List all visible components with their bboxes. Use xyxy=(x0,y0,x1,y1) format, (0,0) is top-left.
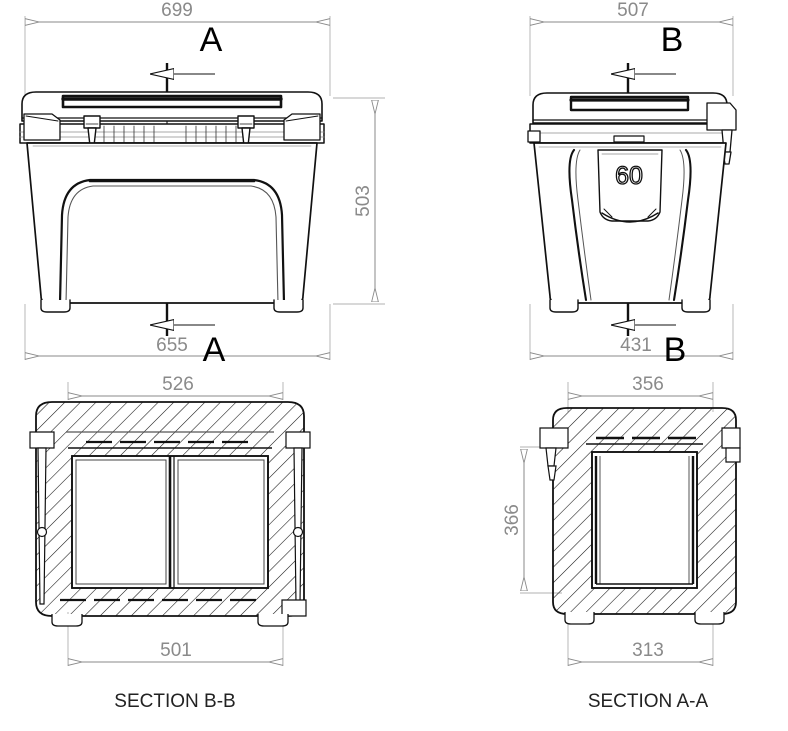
section-arrow-a-bottom: A xyxy=(174,325,226,369)
dimension-699-text: 699 xyxy=(161,0,193,21)
section-arrow-a-top: A xyxy=(174,21,223,74)
dimension-503: 503 xyxy=(353,100,375,302)
dimension-699: 699 xyxy=(25,0,330,22)
section-aa-caption: SECTION A-A xyxy=(588,691,709,712)
section-mark-b-bottom: B xyxy=(664,331,687,369)
extension-lines-front xyxy=(24,16,385,360)
section-bb-latch-hardware xyxy=(29,431,311,617)
dimension-431-text: 431 xyxy=(620,335,652,356)
dimension-356-text: 356 xyxy=(632,374,664,395)
dimension-507-text: 507 xyxy=(617,0,649,21)
section-mark-a-top: A xyxy=(200,21,223,59)
section-aa-feet xyxy=(564,612,725,625)
dimension-356: 356 xyxy=(568,374,713,396)
dimension-431: 431 xyxy=(530,335,733,356)
dimension-501-text: 501 xyxy=(160,640,192,661)
section-arrow-b-top: B xyxy=(635,21,683,74)
dimension-526-text: 526 xyxy=(162,374,194,395)
dimension-366: 366 xyxy=(502,449,524,591)
cooler-side-geometry xyxy=(527,92,737,313)
section-bb-liner xyxy=(60,431,274,602)
dimension-313-text: 313 xyxy=(632,640,664,661)
section-bb-feet xyxy=(51,614,289,627)
view-section-bb: 526 501 xyxy=(29,374,311,712)
dimension-526: 526 xyxy=(68,374,283,396)
cooler-front-geometry xyxy=(19,91,325,313)
section-bb-caption: SECTION B-B xyxy=(114,691,235,712)
capacity-badge-60: 60 xyxy=(615,162,643,190)
section-mark-a-bottom: A xyxy=(203,331,226,369)
extension-lines-side xyxy=(529,16,734,360)
section-arrow-b-bottom: B xyxy=(635,325,686,369)
section-aa-latch-hardware xyxy=(539,427,741,481)
view-front-elevation: 699 655 503 A A xyxy=(19,0,385,369)
section-aa-liner xyxy=(586,436,703,589)
dimension-501: 501 xyxy=(68,640,283,662)
dimension-655-text: 655 xyxy=(156,335,188,356)
dimension-655: 655 xyxy=(25,335,330,356)
view-section-aa: 356 313 366 xyxy=(502,374,741,712)
dimension-503-text: 503 xyxy=(353,185,374,217)
dimension-507: 507 xyxy=(530,0,733,22)
view-side-elevation: 507 431 B B xyxy=(527,0,737,369)
dimension-313: 313 xyxy=(568,640,713,662)
dimension-366-text: 366 xyxy=(502,504,523,536)
section-mark-b-top: B xyxy=(661,21,684,59)
